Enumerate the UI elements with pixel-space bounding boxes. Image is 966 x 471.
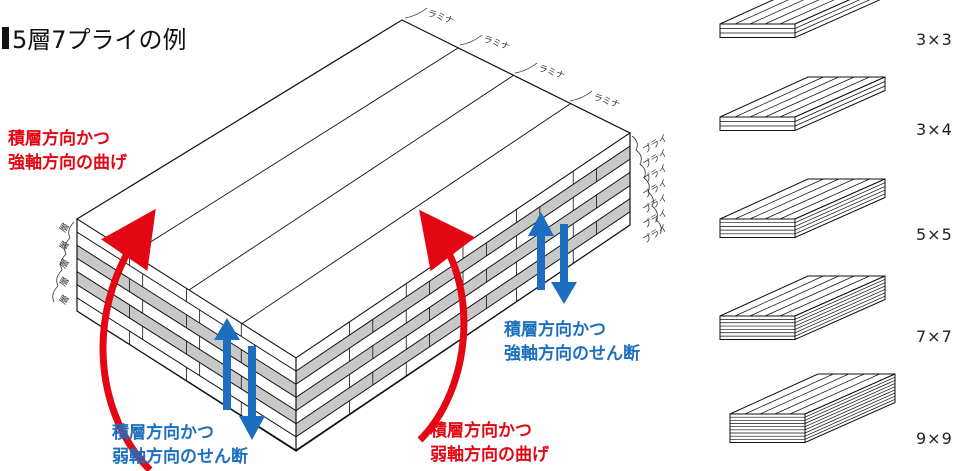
thumbnail-joint xyxy=(774,373,865,415)
annotation-weak-axis-shear: 積層方向かつ 弱軸方向のせん断 xyxy=(112,421,248,469)
layer-brace xyxy=(52,221,75,303)
annotation-strong-axis-bending: 積層方向かつ 強軸方向の曲げ xyxy=(8,127,127,175)
laminate-braces xyxy=(404,7,593,102)
thumbnail-side-layer xyxy=(804,386,896,427)
thumbnail-front xyxy=(719,116,796,131)
annotation-line-2: 弱軸方向の曲げ xyxy=(430,445,549,465)
thumbnail-joint xyxy=(744,373,834,415)
thumbnail-front xyxy=(729,413,806,443)
thumbnail-side-layer xyxy=(794,295,886,337)
thumbnail-joint xyxy=(749,275,839,317)
thumbnail-panel xyxy=(719,178,886,239)
thumbnail-joint xyxy=(734,178,824,220)
thumbnail-joint xyxy=(764,0,820,25)
thumbnail-joint xyxy=(764,275,855,317)
thumbnail-side-layer xyxy=(804,376,896,418)
thumbnail-side-layer xyxy=(804,380,896,421)
thumbnail-side-layer xyxy=(804,389,896,431)
thumbnail-joint xyxy=(779,0,835,25)
thumbnail-joint xyxy=(749,0,805,25)
thumbnail-joint xyxy=(779,178,870,220)
shear-arrows-weak xyxy=(214,318,265,440)
config-label-7x7: 7×7 xyxy=(916,327,953,346)
thumbnail-side-layer xyxy=(794,186,886,227)
annotation-line-2: 強軸方向の曲げ xyxy=(8,153,127,173)
thumbnail-side-layer xyxy=(794,292,886,334)
thumbnail-joint xyxy=(779,275,870,317)
thumbnail-side-layer xyxy=(794,81,886,122)
thumbnail-joint xyxy=(764,178,855,220)
thumbnail-side-layer xyxy=(794,289,886,330)
diagram-title: 5層7プライの例 xyxy=(2,20,187,55)
annotation-line-1: 積層方向かつ xyxy=(8,129,110,149)
thumbnail-joint xyxy=(734,0,789,25)
thumbnail-panel xyxy=(719,0,881,39)
title-marker xyxy=(2,26,9,49)
annotation-line-2: 弱軸方向のせん断 xyxy=(112,447,248,467)
thumbnail-panel xyxy=(729,373,896,444)
thumbnail-joint xyxy=(789,373,880,415)
annotation-line-1: 積層方向かつ xyxy=(504,320,606,340)
thumbnail-side xyxy=(794,178,886,239)
thumbnail-joint xyxy=(734,76,824,118)
ply-brace xyxy=(631,135,662,235)
thumbnail-joint xyxy=(779,76,870,118)
thumbnail-side-layer xyxy=(794,285,886,327)
panel-outline xyxy=(76,133,631,453)
annotation-line-2: 強軸方向のせん断 xyxy=(504,344,640,364)
config-label-9x9: 9×9 xyxy=(916,429,953,448)
thumbnail-joint xyxy=(764,76,855,118)
thumbnail-side-layer xyxy=(804,383,896,424)
thumbnail-front xyxy=(719,23,796,38)
title-text: 5層7プライの例 xyxy=(12,26,187,54)
top-face-lamina-joints xyxy=(129,47,571,326)
thumbnail-side-layer xyxy=(794,193,886,235)
config-label-3x3: 3×3 xyxy=(916,30,953,49)
thumbnail-joint xyxy=(759,373,849,415)
thumbnail-front xyxy=(719,218,796,238)
bending-arrow-weak xyxy=(417,209,476,443)
shear-arrows-strong xyxy=(528,212,577,304)
config-label-5x5: 5×5 xyxy=(916,225,953,244)
thumbnail-side-layer xyxy=(794,0,871,34)
thumbnail-joint xyxy=(734,275,824,317)
thumbnail-side-layer xyxy=(794,182,886,224)
annotation-strong-axis-shear: 積層方向かつ 強軸方向のせん断 xyxy=(504,318,640,366)
thumbnail-side-layer xyxy=(804,399,896,440)
configuration-thumbnails xyxy=(719,0,896,444)
thumbnail-side-layer xyxy=(804,392,896,434)
thumbnail-panel xyxy=(719,76,886,132)
thumbnail-side-layer xyxy=(794,0,860,29)
thumbnail-side-layer xyxy=(794,85,886,127)
thumbnail-joint xyxy=(749,178,839,220)
thumbnail-panel xyxy=(719,275,886,341)
annotation-line-1: 積層方向かつ xyxy=(112,423,214,443)
annotation-weak-axis-bending: 積層方向かつ 弱軸方向の曲げ xyxy=(430,419,549,467)
thumbnail-side xyxy=(794,275,886,341)
annotation-line-1: 積層方向かつ xyxy=(430,421,532,441)
bending-arrow-strong xyxy=(99,208,156,471)
config-label-3x4: 3×4 xyxy=(916,120,953,139)
thumbnail-side-layer xyxy=(794,189,886,231)
thumbnail-side-layer xyxy=(794,279,886,320)
thumbnail-joint xyxy=(749,76,839,118)
thumbnail-side-layer xyxy=(804,395,896,437)
thumbnail-side-layer xyxy=(794,282,886,324)
